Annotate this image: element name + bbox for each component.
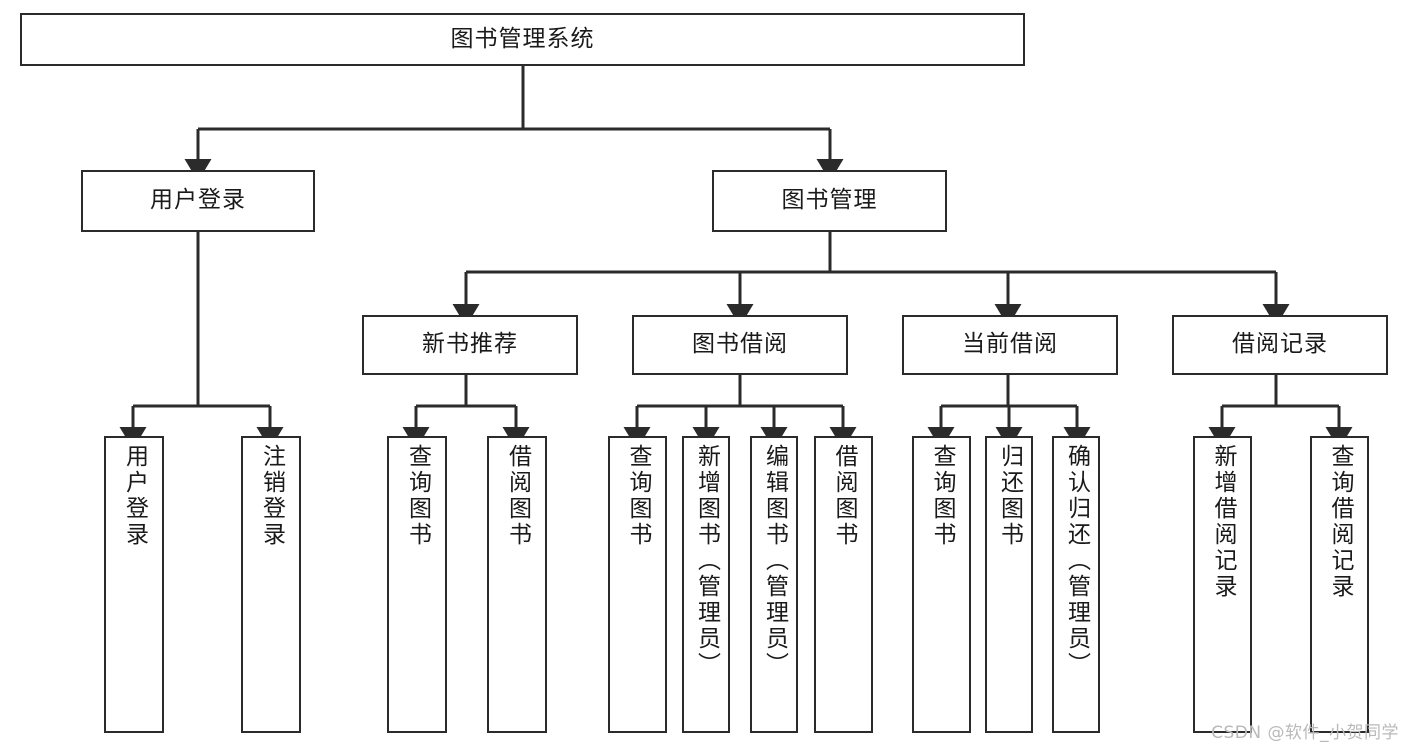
- leaf-logout[interactable]: 注销登录: [241, 436, 301, 733]
- leaf-confirm-return-admin-label: 确认归还（管理员）: [1063, 444, 1090, 678]
- leaf-borrow-books-recommend-label: 借阅图书: [504, 444, 531, 548]
- leaf-edit-book-admin[interactable]: 编辑图书（管理员）: [750, 436, 798, 733]
- node-book-borrow[interactable]: 图书借阅: [632, 315, 848, 375]
- node-book-management[interactable]: 图书管理: [712, 170, 947, 232]
- node-current-borrow-label: 当前借阅: [962, 331, 1058, 358]
- leaf-logout-label: 注销登录: [258, 444, 285, 548]
- leaf-query-books-borrow[interactable]: 查询图书: [608, 436, 667, 733]
- leaf-query-borrow-record-label: 查询借阅记录: [1327, 444, 1353, 600]
- leaf-query-books-current[interactable]: 查询图书: [912, 436, 971, 733]
- leaf-confirm-return-admin[interactable]: 确认归还（管理员）: [1052, 436, 1100, 733]
- node-book-borrow-label: 图书借阅: [692, 331, 788, 358]
- node-new-book-recommend[interactable]: 新书推荐: [362, 315, 578, 375]
- leaf-return-books-label: 归还图书: [996, 444, 1023, 548]
- leaf-borrow-books-borrow-label: 借阅图书: [831, 444, 857, 548]
- node-new-book-recommend-label: 新书推荐: [422, 331, 518, 358]
- leaf-borrow-books-borrow[interactable]: 借阅图书: [814, 436, 873, 733]
- csdn-watermark: CSDN @软件_小贺同学: [1211, 723, 1399, 743]
- leaf-query-books-recommend[interactable]: 查询图书: [387, 436, 447, 733]
- leaf-borrow-books-recommend[interactable]: 借阅图书: [487, 436, 547, 733]
- leaf-edit-book-admin-label: 编辑图书（管理员）: [761, 444, 788, 678]
- leaf-query-books-borrow-label: 查询图书: [625, 444, 651, 548]
- leaf-user-login-label: 用户登录: [121, 444, 148, 548]
- node-user-login[interactable]: 用户登录: [81, 170, 315, 232]
- node-borrow-records[interactable]: 借阅记录: [1172, 315, 1388, 375]
- node-book-management-label: 图书管理: [781, 187, 878, 214]
- leaf-return-books[interactable]: 归还图书: [985, 436, 1033, 733]
- leaf-add-borrow-record[interactable]: 新增借阅记录: [1193, 436, 1252, 733]
- node-root[interactable]: 图书管理系统: [20, 13, 1025, 66]
- leaf-add-borrow-record-label: 新增借阅记录: [1210, 444, 1236, 600]
- leaf-query-books-recommend-label: 查询图书: [404, 444, 431, 548]
- node-current-borrow[interactable]: 当前借阅: [902, 315, 1118, 375]
- node-borrow-records-label: 借阅记录: [1232, 331, 1328, 358]
- leaf-query-borrow-record[interactable]: 查询借阅记录: [1310, 436, 1369, 733]
- node-root-label: 图书管理系统: [450, 25, 595, 52]
- leaf-user-login[interactable]: 用户登录: [104, 436, 164, 733]
- node-user-login-label: 用户登录: [150, 187, 246, 214]
- leaf-add-book-admin[interactable]: 新增图书（管理员）: [682, 436, 730, 733]
- leaf-query-books-current-label: 查询图书: [929, 444, 955, 548]
- leaf-add-book-admin-label: 新增图书（管理员）: [693, 444, 720, 678]
